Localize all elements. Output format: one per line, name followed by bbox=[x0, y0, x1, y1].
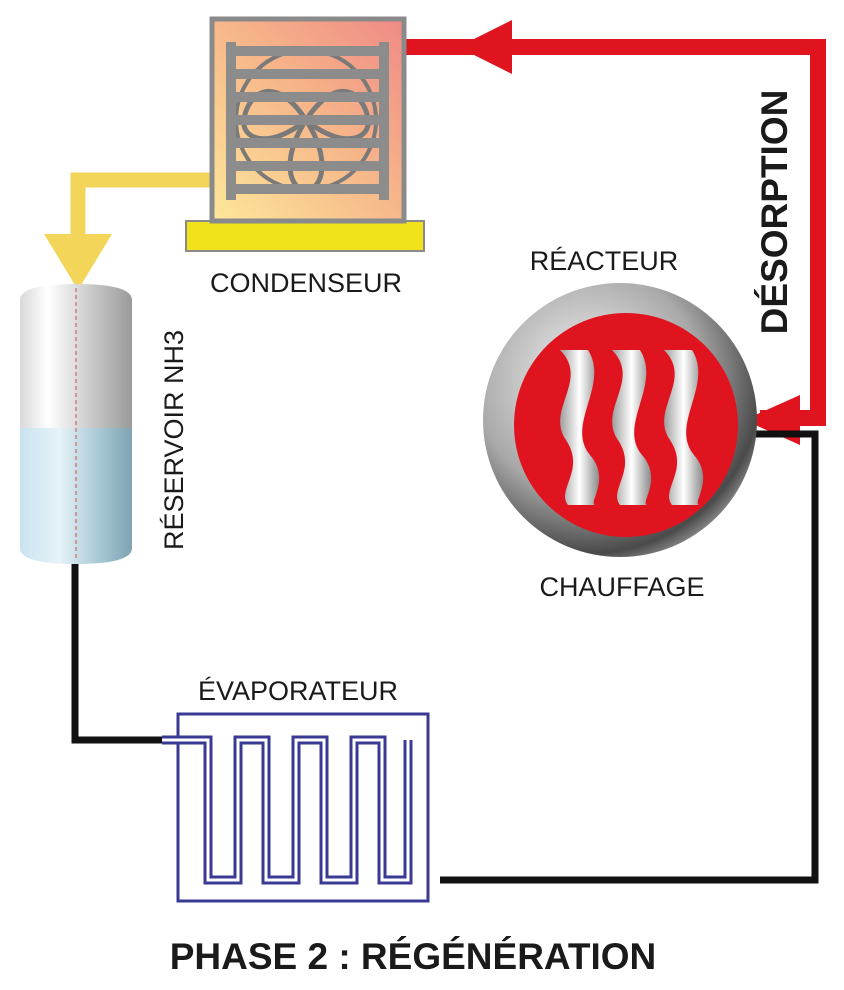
heating-waves-icon bbox=[560, 350, 704, 505]
condenser bbox=[185, 16, 425, 252]
evaporator bbox=[162, 712, 430, 903]
heating-label: CHAUFFAGE bbox=[539, 572, 704, 602]
condenser-label: CONDENSEUR bbox=[210, 268, 402, 298]
reactor bbox=[483, 283, 757, 557]
desorption-label: DÉSORPTION bbox=[754, 90, 795, 335]
phase-title: PHASE 2 : RÉGÉNÉRATION bbox=[170, 936, 657, 977]
arrowhead-down-icon bbox=[44, 234, 112, 290]
reactor-label: RÉACTEUR bbox=[530, 246, 679, 276]
condenser-tray bbox=[185, 220, 425, 252]
serpentine-coil-icon bbox=[162, 735, 413, 885]
arrowhead-left-icon bbox=[458, 20, 512, 74]
reservoir-label: RÉSERVOIR NH3 bbox=[159, 330, 189, 550]
return-pipe bbox=[71, 430, 819, 884]
liquid-flow-line bbox=[44, 172, 212, 290]
condenser-grille bbox=[230, 46, 385, 194]
evaporator-label: ÉVAPORATEUR bbox=[198, 676, 398, 706]
evaporator-frame bbox=[176, 712, 430, 903]
reservoir-tank bbox=[20, 284, 132, 564]
